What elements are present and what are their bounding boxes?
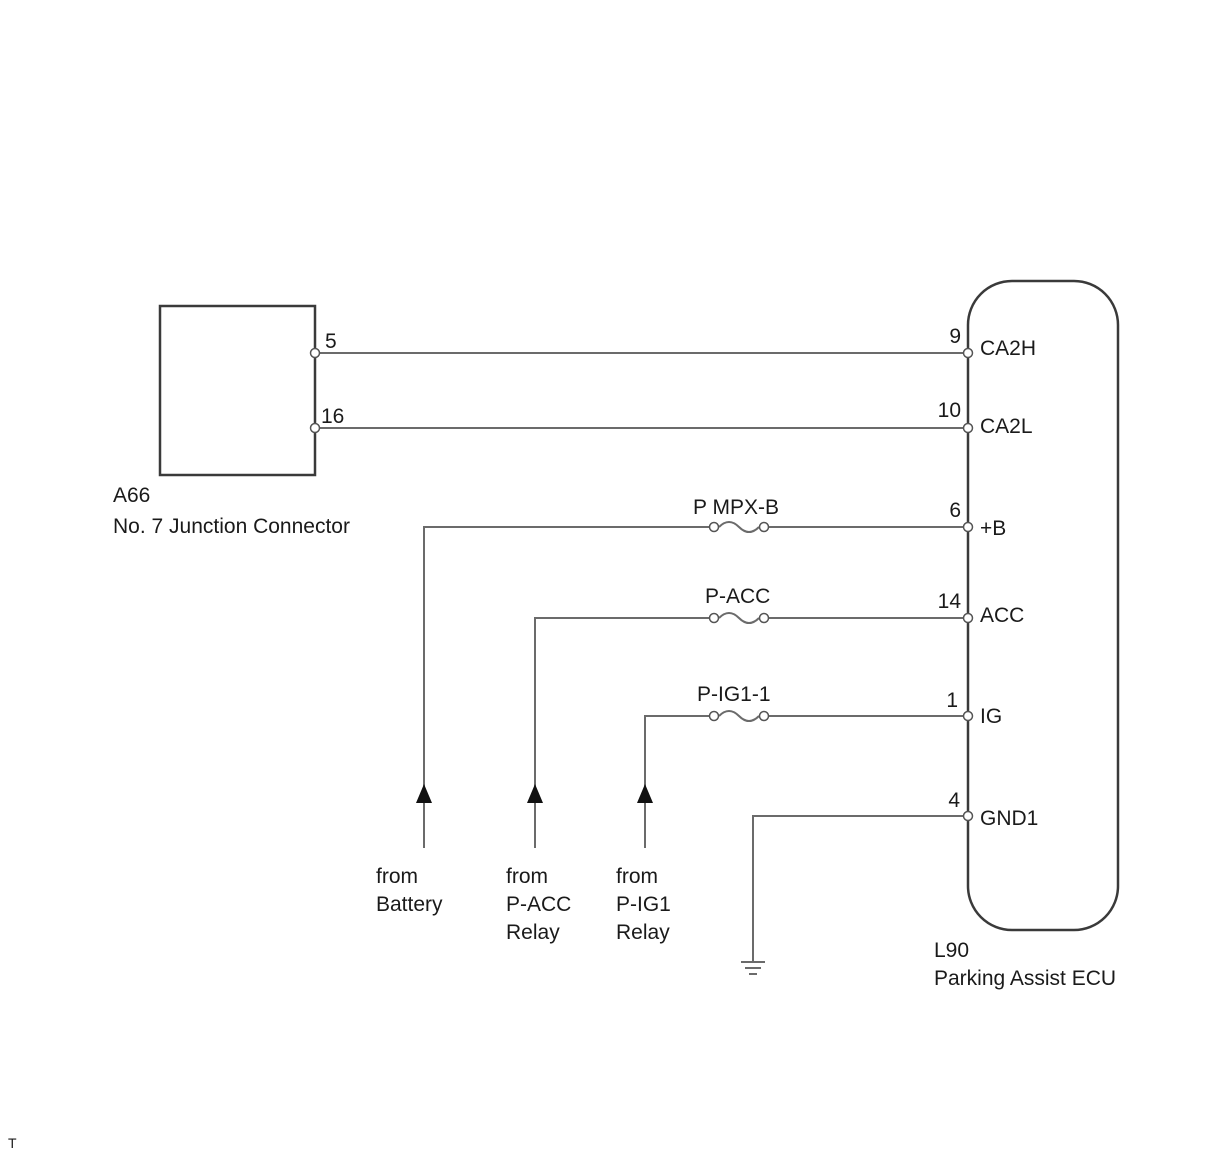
fuse-p-acc	[708, 612, 770, 624]
wire-ig	[644, 715, 714, 848]
footer-mark: T	[8, 1135, 17, 1151]
junction-connector-code: A66	[113, 484, 150, 507]
fuse-p-ig1-1	[708, 710, 770, 722]
source-ig1-line3: Relay	[616, 921, 670, 944]
junction-connector-name: No. 7 Junction Connector	[113, 515, 350, 538]
ecu-pin-number: 1	[946, 689, 958, 712]
pin-terminal	[962, 710, 974, 722]
pin-terminal	[309, 347, 321, 359]
pin-terminal	[962, 422, 974, 434]
ground-icon	[741, 961, 765, 975]
junction-pin-number: 5	[325, 330, 337, 353]
junction-pin-number: 16	[321, 405, 344, 428]
ecu-pin-number: 6	[949, 499, 961, 522]
wire-plus-b	[423, 526, 714, 848]
source-acc-line2: P-ACC	[506, 893, 571, 916]
ecu-pin-label: ACC	[980, 604, 1024, 627]
pin-terminal	[309, 422, 321, 434]
ecu-pin-number: 4	[948, 789, 960, 812]
ecu-pin-label: IG	[980, 705, 1002, 728]
ecu-pin-number: 14	[938, 590, 962, 613]
source-battery-line1: from	[376, 865, 418, 888]
source-acc-line1: from	[506, 865, 548, 888]
arrow-up-icon	[637, 784, 653, 803]
wire-acc	[534, 617, 714, 848]
junction-connector-box	[158, 304, 317, 477]
ecu-pin-label: CA2H	[980, 337, 1036, 360]
pin-terminal	[962, 521, 974, 533]
fuse-label-p-mpx-b: P MPX-B	[693, 496, 779, 519]
ecu-pin-label: CA2L	[980, 415, 1033, 438]
ecu-code: L90	[934, 939, 969, 962]
fuse-label-p-acc: P-ACC	[705, 585, 770, 608]
fuse-p-mpx-b	[708, 521, 770, 533]
ecu-box	[966, 279, 1120, 932]
ecu-pin-label: +B	[980, 517, 1006, 540]
ecu-name: Parking Assist ECU	[934, 967, 1116, 990]
source-battery-line2: Battery	[376, 893, 443, 916]
pin-terminal	[962, 347, 974, 359]
pin-terminal	[962, 612, 974, 624]
ecu-pin-number: 10	[938, 399, 961, 422]
ecu-pin-label: GND1	[980, 807, 1038, 830]
ecu-pin-number: 9	[949, 325, 961, 348]
fuse-label-p-ig1-1: P-IG1-1	[697, 683, 771, 706]
arrow-up-icon	[527, 784, 543, 803]
wire-gnd	[752, 815, 968, 962]
source-acc-line3: Relay	[506, 921, 560, 944]
source-ig1-line1: from	[616, 865, 658, 888]
pin-terminal	[962, 810, 974, 822]
source-ig1-line2: P-IG1	[616, 893, 671, 916]
arrow-up-icon	[416, 784, 432, 803]
